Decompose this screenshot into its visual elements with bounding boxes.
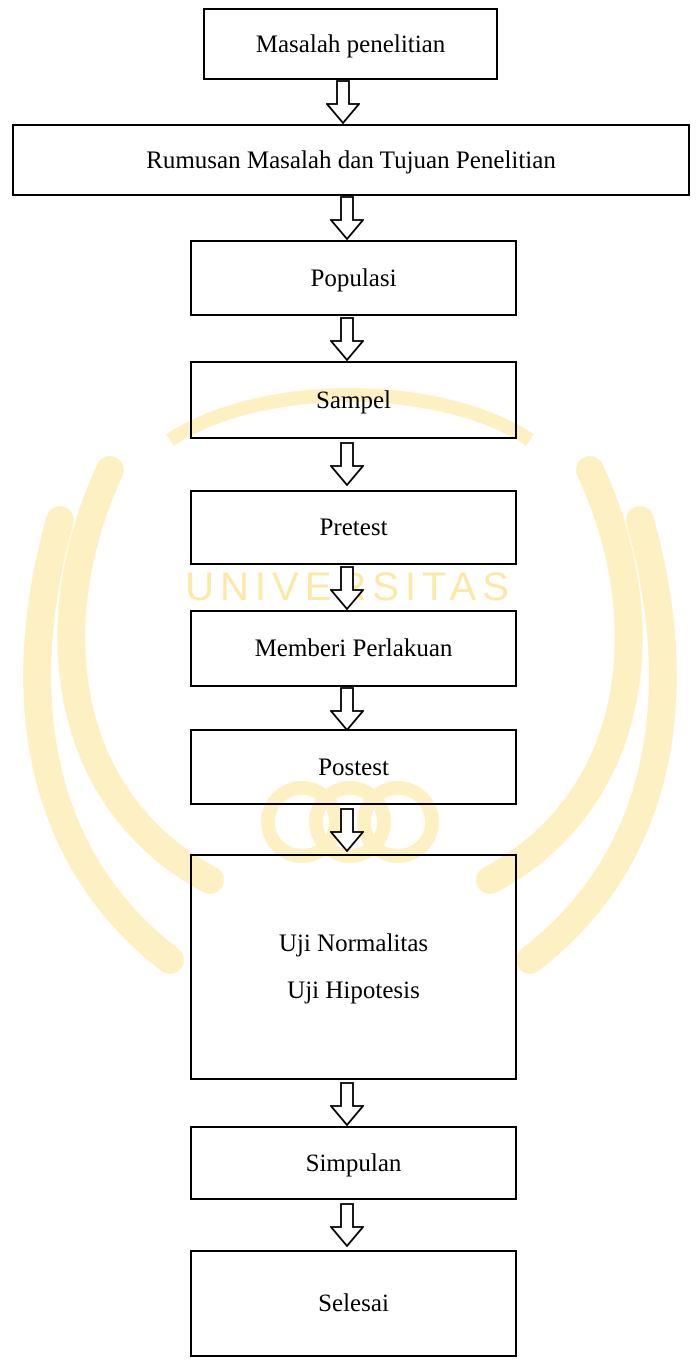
- down-arrow-icon: [330, 196, 364, 240]
- step-rumusan-masalah: Rumusan Masalah dan Tujuan Penelitian: [12, 124, 690, 196]
- step-populasi: Populasi: [190, 240, 517, 316]
- down-arrow-icon: [330, 566, 364, 610]
- step-masalah-penelitian: Masalah penelitian: [203, 8, 498, 80]
- step-label: Pretest: [319, 514, 388, 541]
- step-label: Sampel: [316, 386, 391, 414]
- down-arrow-icon: [330, 317, 364, 361]
- step-label-normalitas: Uji Normalitas: [278, 929, 429, 957]
- step-label: Rumusan Masalah dan Tujuan Penelitian: [146, 146, 556, 174]
- step-label: Populasi: [310, 264, 397, 292]
- step-simpulan: Simpulan: [190, 1126, 517, 1200]
- step-sampel: Sampel: [190, 361, 517, 439]
- down-arrow-icon: [330, 442, 364, 486]
- down-arrow-icon: [330, 1082, 364, 1126]
- step-selesai: Selesai: [190, 1250, 517, 1357]
- step-label: Simpulan: [305, 1149, 402, 1177]
- down-arrow-icon: [330, 687, 364, 731]
- step-label: Memberi Perlakuan: [254, 635, 453, 662]
- down-arrow-icon: [326, 80, 360, 124]
- step-label: Masalah penelitian: [255, 30, 446, 58]
- step-postest: Postest: [190, 729, 517, 805]
- step-label: Postest: [318, 753, 389, 781]
- down-arrow-icon: [330, 1203, 364, 1247]
- down-arrow-icon: [330, 808, 364, 852]
- step-memberi-perlakuan: Memberi Perlakuan: [190, 610, 517, 687]
- step-uji-statistik: Uji Normalitas Uji Hipotesis: [190, 854, 517, 1080]
- step-pretest: Pretest: [190, 490, 517, 565]
- step-label-hipotesis: Uji Hipotesis: [287, 977, 420, 1004]
- step-label: Selesai: [318, 1290, 389, 1317]
